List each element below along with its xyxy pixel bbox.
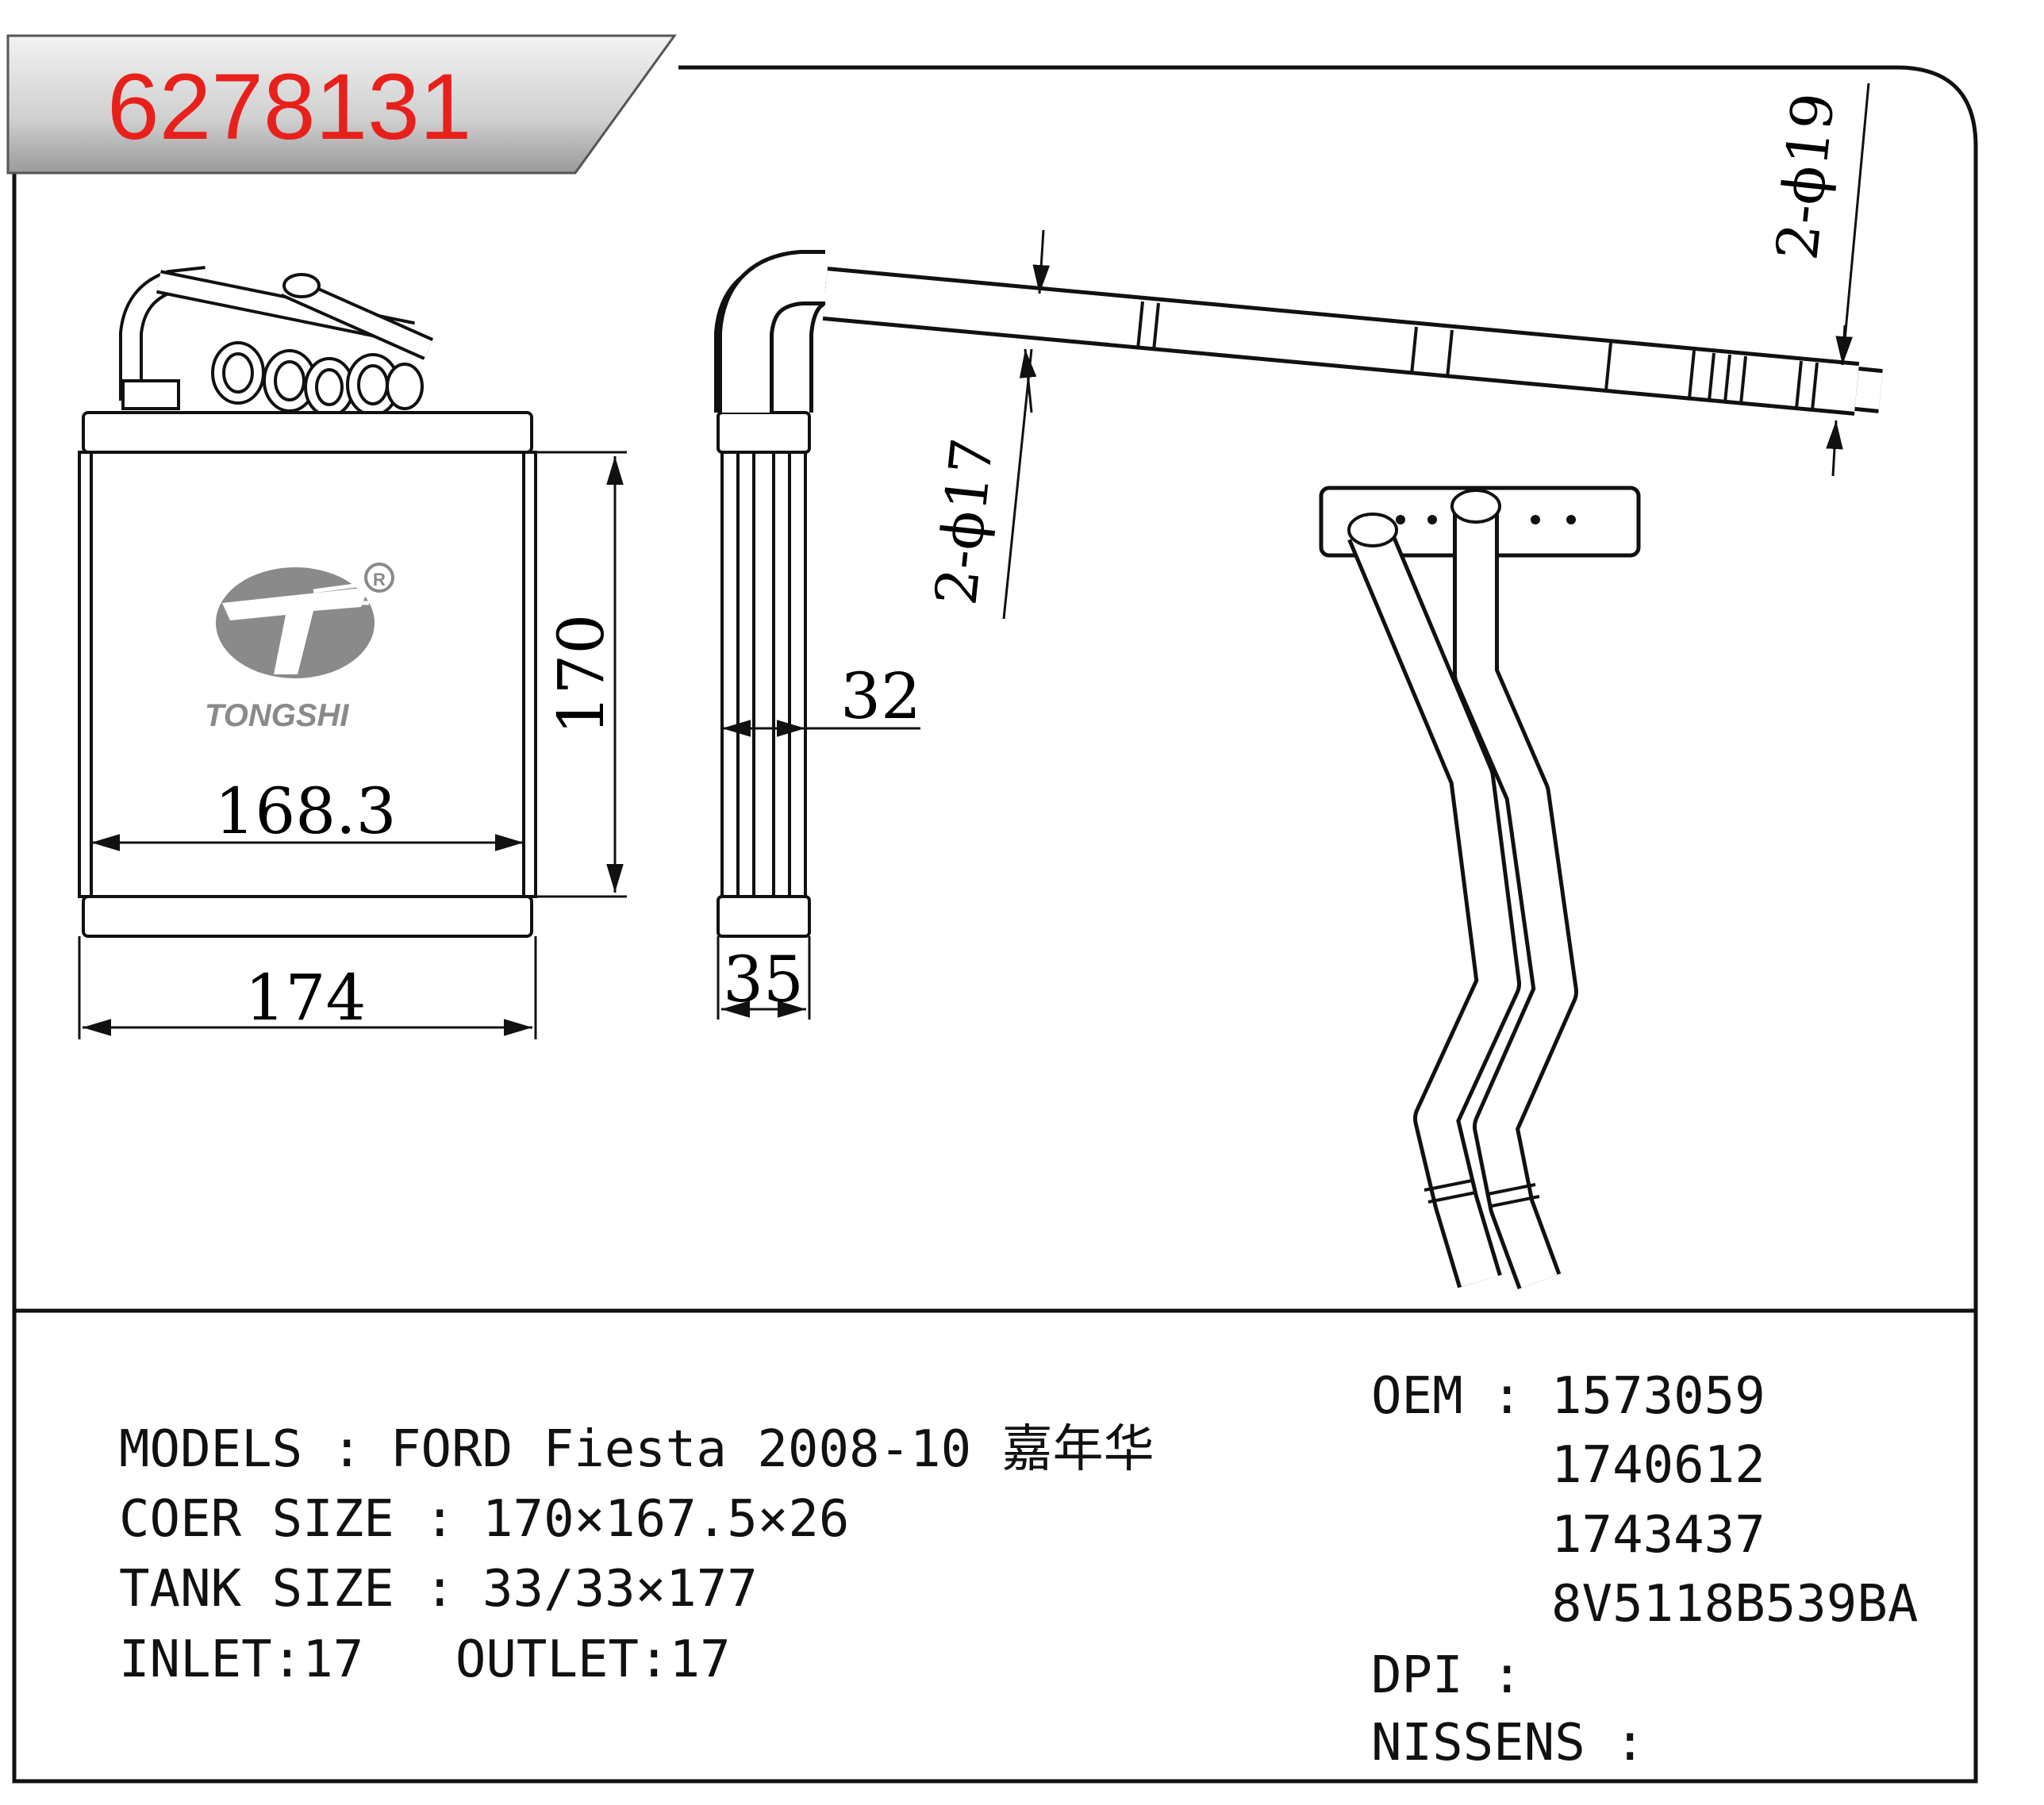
- oem-number: 1573059: [1551, 1367, 1765, 1426]
- models-value: FORD Fiesta 2008-10 嘉年华: [390, 1420, 1155, 1479]
- registered-mark: [364, 563, 394, 593]
- dim-core-width: 168.3: [214, 774, 396, 848]
- dim-outlet-pipe: 2-ϕ19: [1763, 90, 1847, 263]
- side-core: [720, 451, 807, 898]
- pipe-top-bend: [718, 250, 825, 413]
- nissens-sep: :: [1615, 1714, 1646, 1772]
- dpi-sep: :: [1492, 1646, 1523, 1705]
- core-size-sep: :: [425, 1490, 455, 1549]
- dim-inlet-pipe: 2-ϕ17: [922, 435, 1006, 608]
- side-top-tank: [717, 411, 811, 454]
- oem-number: 1740612: [1551, 1436, 1765, 1495]
- models-sep: :: [332, 1420, 363, 1479]
- frame: [12, 65, 1978, 1784]
- front-top-tank: [82, 411, 533, 454]
- pipe-top-view: [822, 267, 1883, 416]
- core-size-value: 170×167.5×26: [482, 1490, 850, 1549]
- models-label: MODELS: [119, 1420, 303, 1479]
- tank-size-label: TANK SIZE: [119, 1560, 394, 1619]
- front-dimensions: [78, 451, 627, 1039]
- side-bottom-tank: [717, 895, 811, 938]
- dim-core-height: 170: [544, 614, 618, 735]
- tongshi-logo: R TONGSHI: [205, 563, 394, 733]
- tank-size-sep: :: [425, 1560, 455, 1619]
- svg-text:R: R: [373, 570, 386, 590]
- inlet-outlet: INLET:17 OUTLET:17: [119, 1630, 731, 1689]
- brand-name: TONGSHI: [205, 698, 349, 733]
- front-pipe-rings: [211, 273, 424, 417]
- oem-number: 1743437: [1551, 1506, 1765, 1565]
- nissens-label: NISSENS: [1371, 1714, 1585, 1772]
- title-banner: 6278131: [6, 34, 677, 175]
- tank-size-value: 33/33×177: [482, 1560, 758, 1619]
- front-view: [78, 266, 537, 938]
- core-size-label: COER SIZE: [119, 1490, 394, 1549]
- dim-overall-width: 174: [245, 961, 367, 1035]
- front-bottom-tank: [82, 895, 533, 938]
- oem-label: OEM: [1371, 1367, 1463, 1426]
- dpi-label: DPI: [1371, 1646, 1463, 1705]
- oem-number: 8V5118B539BA: [1551, 1575, 1919, 1634]
- oem-sep: :: [1492, 1367, 1523, 1426]
- dim-overall-depth: 35: [723, 943, 804, 1016]
- side-dimensions: [717, 720, 920, 1020]
- pipe-dimensions: [1002, 83, 1870, 620]
- part-number: 6278131: [107, 55, 471, 159]
- pipe-rear-view: [1319, 486, 1641, 1290]
- dim-core-depth: 32: [840, 659, 921, 733]
